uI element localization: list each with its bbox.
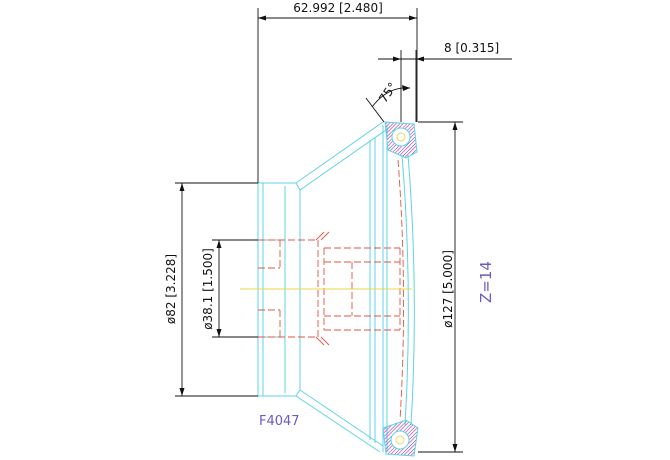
angle-label: 75° bbox=[376, 80, 400, 105]
pitch-diameter-label: ø127 [5.000] bbox=[441, 250, 455, 328]
dim-overall-length: 62.992 [2.480] bbox=[257, 1, 418, 183]
tooth-section-top bbox=[384, 121, 418, 159]
bore-diameter-label: ø38.1 [1.500] bbox=[201, 248, 215, 330]
teeth-count-label: Z=14 bbox=[477, 261, 495, 303]
part-outline bbox=[257, 121, 415, 453]
rim-width-label: 8 [0.315] bbox=[444, 41, 499, 55]
dim-hub-diameter: ø82 [3.228] bbox=[164, 182, 258, 397]
dim-angle: 75° bbox=[365, 80, 411, 123]
tooth-section-bottom bbox=[382, 419, 419, 457]
part-number-label: F4047 bbox=[259, 414, 300, 429]
hidden-lines bbox=[258, 159, 404, 421]
dim-rim-width: 8 [0.315] bbox=[378, 41, 512, 122]
hub-diameter-label: ø82 [3.228] bbox=[164, 254, 178, 324]
dim-bore-diameter: ø38.1 [1.500] bbox=[201, 239, 258, 338]
overall-length-label: 62.992 [2.480] bbox=[293, 1, 383, 15]
dim-pitch-diameter: ø127 [5.000] bbox=[418, 121, 463, 453]
